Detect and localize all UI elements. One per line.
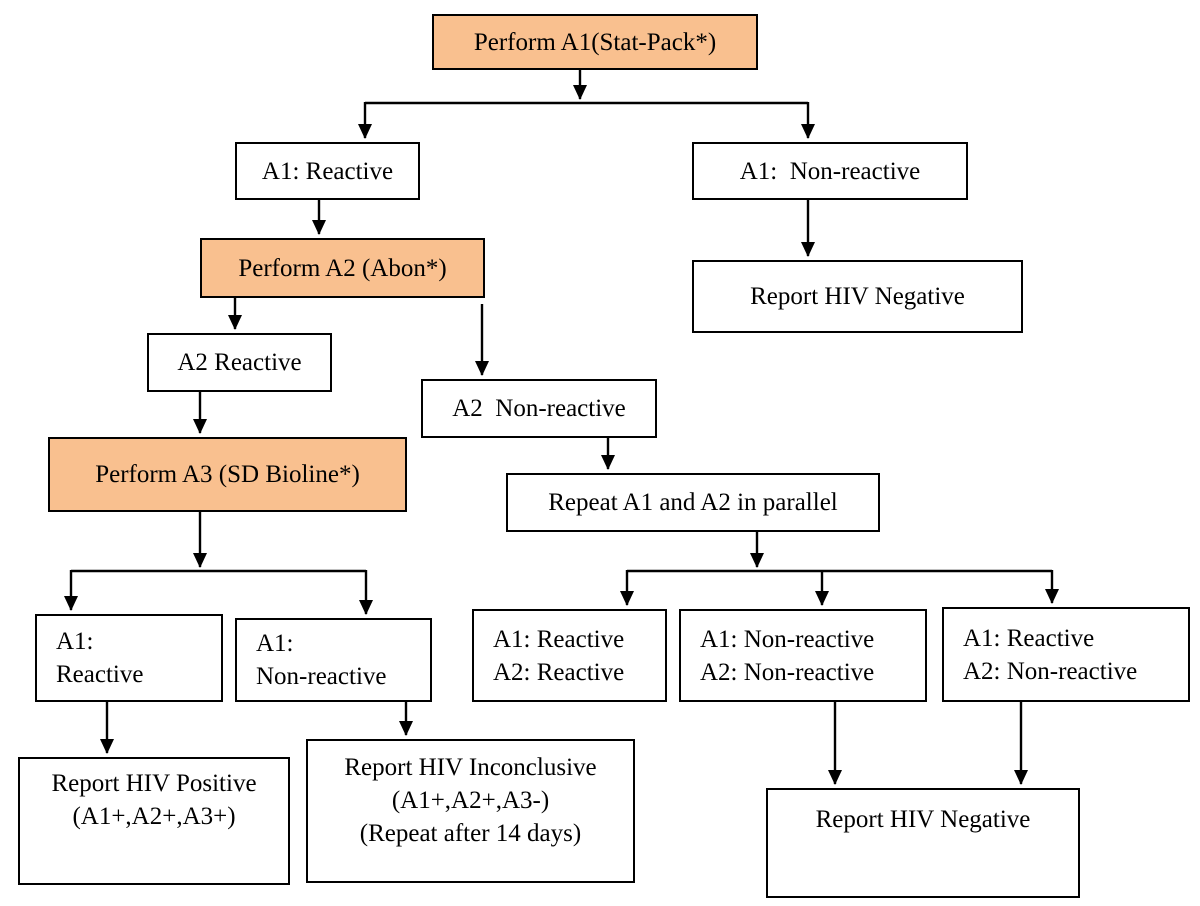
node-perform-a2: Perform A2 (Abon*) — [200, 238, 485, 298]
node-label: A1: Reactive A2: Non-reactive — [963, 624, 1138, 685]
node-repeat-a1-a2-parallel: Repeat A1 and A2 in parallel — [506, 473, 880, 532]
node-label: A1: Reactive — [56, 628, 144, 688]
node-report-hiv-negative-bottom: Report HIV Negative — [766, 788, 1080, 898]
node-a3-branch-a1-reactive: A1: Reactive — [35, 614, 223, 702]
node-label: Perform A2 (Abon*) — [238, 254, 447, 282]
node-a1-nonreactive: A1: Non-reactive — [692, 142, 968, 200]
node-label: A1: Non-reactive A2: Non-reactive — [700, 625, 875, 686]
node-a2-reactive: A2 Reactive — [147, 333, 332, 392]
node-label: Report HIV Negative — [750, 283, 965, 310]
node-parallel-both-nonreactive: A1: Non-reactive A2: Non-reactive — [679, 609, 927, 702]
node-label: A2 Reactive — [177, 349, 302, 376]
node-report-hiv-inconclusive: Report HIV Inconclusive (A1+,A2+,A3-) (R… — [306, 739, 635, 883]
node-label: A1: Reactive A2: Reactive — [493, 625, 625, 686]
node-a2-nonreactive: A2 Non-reactive — [421, 379, 657, 438]
node-label: Repeat A1 and A2 in parallel — [548, 489, 838, 516]
node-report-hiv-positive: Report HIV Positive (A1+,A2+,A3+) — [18, 757, 290, 885]
node-label: Perform A3 (SD Bioline*) — [95, 461, 360, 488]
node-label: A2 Non-reactive — [452, 395, 626, 422]
node-parallel-both-reactive: A1: Reactive A2: Reactive — [472, 609, 667, 702]
node-label: A1: Reactive — [261, 157, 394, 185]
node-label: Report HIV Positive (A1+,A2+,A3+) — [51, 770, 257, 830]
node-report-hiv-negative-top: Report HIV Negative — [692, 260, 1023, 333]
node-label: Report HIV Inconclusive (A1+,A2+,A3-) (R… — [344, 754, 597, 847]
node-label: A1: Non-reactive — [739, 157, 921, 185]
node-a1-reactive: A1: Reactive — [235, 142, 420, 200]
node-perform-a1: Perform A1(Stat-Pack*) — [432, 14, 758, 70]
node-perform-a3: Perform A3 (SD Bioline*) — [48, 437, 407, 512]
node-label: Report HIV Negative — [815, 806, 1031, 833]
node-parallel-discordant: A1: Reactive A2: Non-reactive — [942, 607, 1190, 702]
node-label: A1: Non-reactive — [256, 630, 387, 690]
node-label: Perform A1(Stat-Pack*) — [473, 28, 717, 56]
node-a3-branch-a1-nonreactive: A1: Non-reactive — [235, 618, 432, 702]
